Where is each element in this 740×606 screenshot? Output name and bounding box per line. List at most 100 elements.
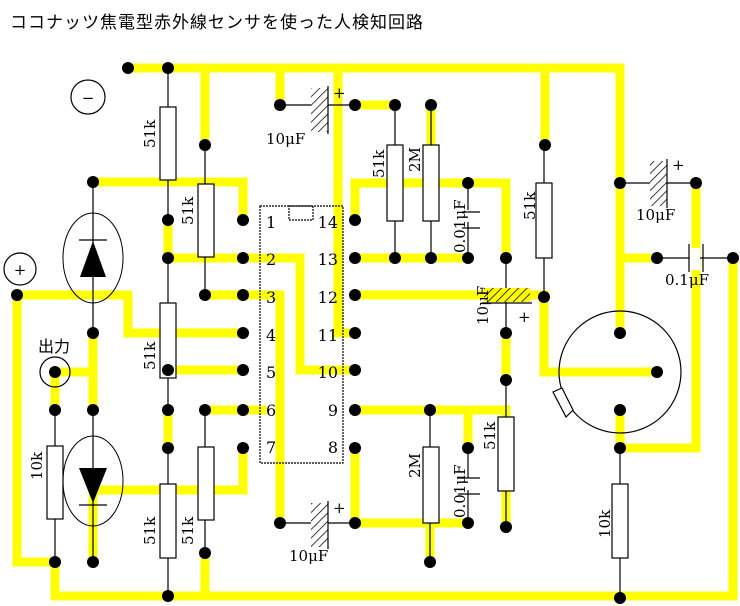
- junction-dot: [162, 590, 174, 602]
- junction-dot: [49, 404, 61, 416]
- junction-dots: [11, 62, 739, 604]
- ic-pin-label: 12: [318, 288, 338, 307]
- junction-dot: [614, 404, 626, 416]
- polarity-plus: +: [672, 156, 685, 174]
- polarity-plus: +: [518, 308, 531, 326]
- capacitor-c6: [688, 244, 704, 272]
- junction-dot: [462, 252, 474, 264]
- junction-dot: [690, 177, 702, 189]
- svg-text:出力: 出力: [38, 337, 70, 356]
- ic-pin-label: 4: [266, 326, 276, 345]
- negative-terminal: −: [70, 79, 106, 115]
- photodiode-upper: [62, 212, 124, 304]
- label-r2: 51k: [179, 196, 197, 225]
- junction-dot: [237, 404, 249, 416]
- junction-dot: [424, 556, 436, 568]
- junction-dot: [199, 289, 211, 301]
- junction-dot: [425, 99, 437, 111]
- positive-terminal: +: [3, 252, 37, 286]
- junction-dot: [462, 442, 474, 454]
- ic-pin-label: 8: [328, 438, 338, 457]
- junction-dot: [349, 214, 361, 226]
- junction-dot: [199, 404, 211, 416]
- junction-dot: [614, 327, 626, 339]
- resistor-r12: [611, 483, 629, 559]
- label-r7: 51k: [370, 149, 388, 178]
- junction-dot: [274, 99, 286, 111]
- junction-dot: [162, 252, 174, 264]
- resistor-r5: [159, 483, 177, 559]
- ic-pin-label: 11: [318, 326, 338, 345]
- ic-pin-label: 1: [266, 213, 276, 232]
- ic-pin-label: 6: [266, 401, 276, 420]
- capacitors: + + + +: [311, 84, 704, 549]
- label-c4: 10μF: [474, 286, 492, 325]
- resistor-r6: [197, 446, 215, 521]
- junction-dot: [87, 176, 99, 188]
- label-r11: 51k: [481, 421, 499, 450]
- label-r6: 51k: [179, 516, 197, 545]
- photodiode-lower: [62, 435, 124, 527]
- label-c3: 0.01μF: [451, 199, 469, 253]
- resistor-r4: [46, 445, 64, 520]
- junction-dot: [462, 517, 474, 529]
- junction-dot: [651, 366, 663, 378]
- wire: [539, 292, 662, 377]
- junction-dot: [162, 364, 174, 376]
- capacitor-c7: [458, 477, 480, 495]
- capacitor-c2: [311, 501, 329, 549]
- label-r12: 10k: [596, 509, 614, 538]
- junction-dot: [237, 442, 249, 454]
- resistor-r11: [497, 416, 515, 492]
- resistor-r3: [159, 302, 177, 379]
- ic-pin-label: 13: [318, 250, 338, 269]
- wire: [615, 253, 738, 601]
- junction-dot: [122, 62, 134, 74]
- resistors: [46, 106, 629, 559]
- capacitor-c3: [462, 210, 480, 229]
- junction-dot: [349, 517, 361, 529]
- junction-dot: [500, 521, 512, 533]
- junction-dot: [274, 517, 286, 529]
- junction-dot: [389, 99, 401, 111]
- svg-text:+: +: [14, 261, 27, 279]
- junction-dot: [349, 327, 361, 339]
- junction-dot: [11, 289, 23, 301]
- label-r5: 51k: [141, 516, 159, 545]
- junction-dot: [425, 252, 437, 264]
- diagram-title: ココナッツ焦電型赤外線センサを使った人検知回路: [10, 13, 424, 33]
- wire-top-rail: [123, 63, 625, 338]
- ic-pin-label: 14: [318, 213, 338, 232]
- junction-dot: [162, 214, 174, 226]
- svg-text:−: −: [82, 89, 95, 107]
- junction-dot: [237, 364, 249, 376]
- wire: [88, 177, 248, 225]
- pyroelectric-sensor: [552, 310, 682, 434]
- junction-dot: [500, 252, 512, 264]
- label-c7: 0.01μF: [451, 464, 469, 518]
- junction-dot: [538, 291, 550, 303]
- resistor-r1: [159, 106, 177, 181]
- wire: [12, 290, 248, 338]
- label-r8: 2M: [406, 147, 424, 172]
- wire: [615, 178, 701, 453]
- component-labels: 51k 51k 51k 10k 51k 51k 10μF 10μF 51k 2M…: [28, 119, 709, 565]
- junction-dot: [162, 442, 174, 454]
- label-r3: 51k: [141, 341, 159, 370]
- capacitor-c1: [311, 86, 329, 134]
- junction-dot: [49, 366, 61, 378]
- junction-dot: [539, 139, 551, 151]
- junction-dot: [349, 404, 361, 416]
- output-terminal: 出力: [38, 337, 71, 388]
- junction-dot: [87, 327, 99, 339]
- label-c6: 0.1μF: [665, 271, 709, 289]
- wire: [88, 443, 248, 495]
- junction-dot: [199, 547, 211, 559]
- junction-dot: [49, 556, 61, 568]
- label-c2: 10μF: [289, 547, 328, 565]
- label-r9: 51k: [521, 191, 539, 220]
- junction-dot: [199, 139, 211, 151]
- junction-dot: [349, 252, 361, 264]
- junction-dot: [349, 364, 361, 376]
